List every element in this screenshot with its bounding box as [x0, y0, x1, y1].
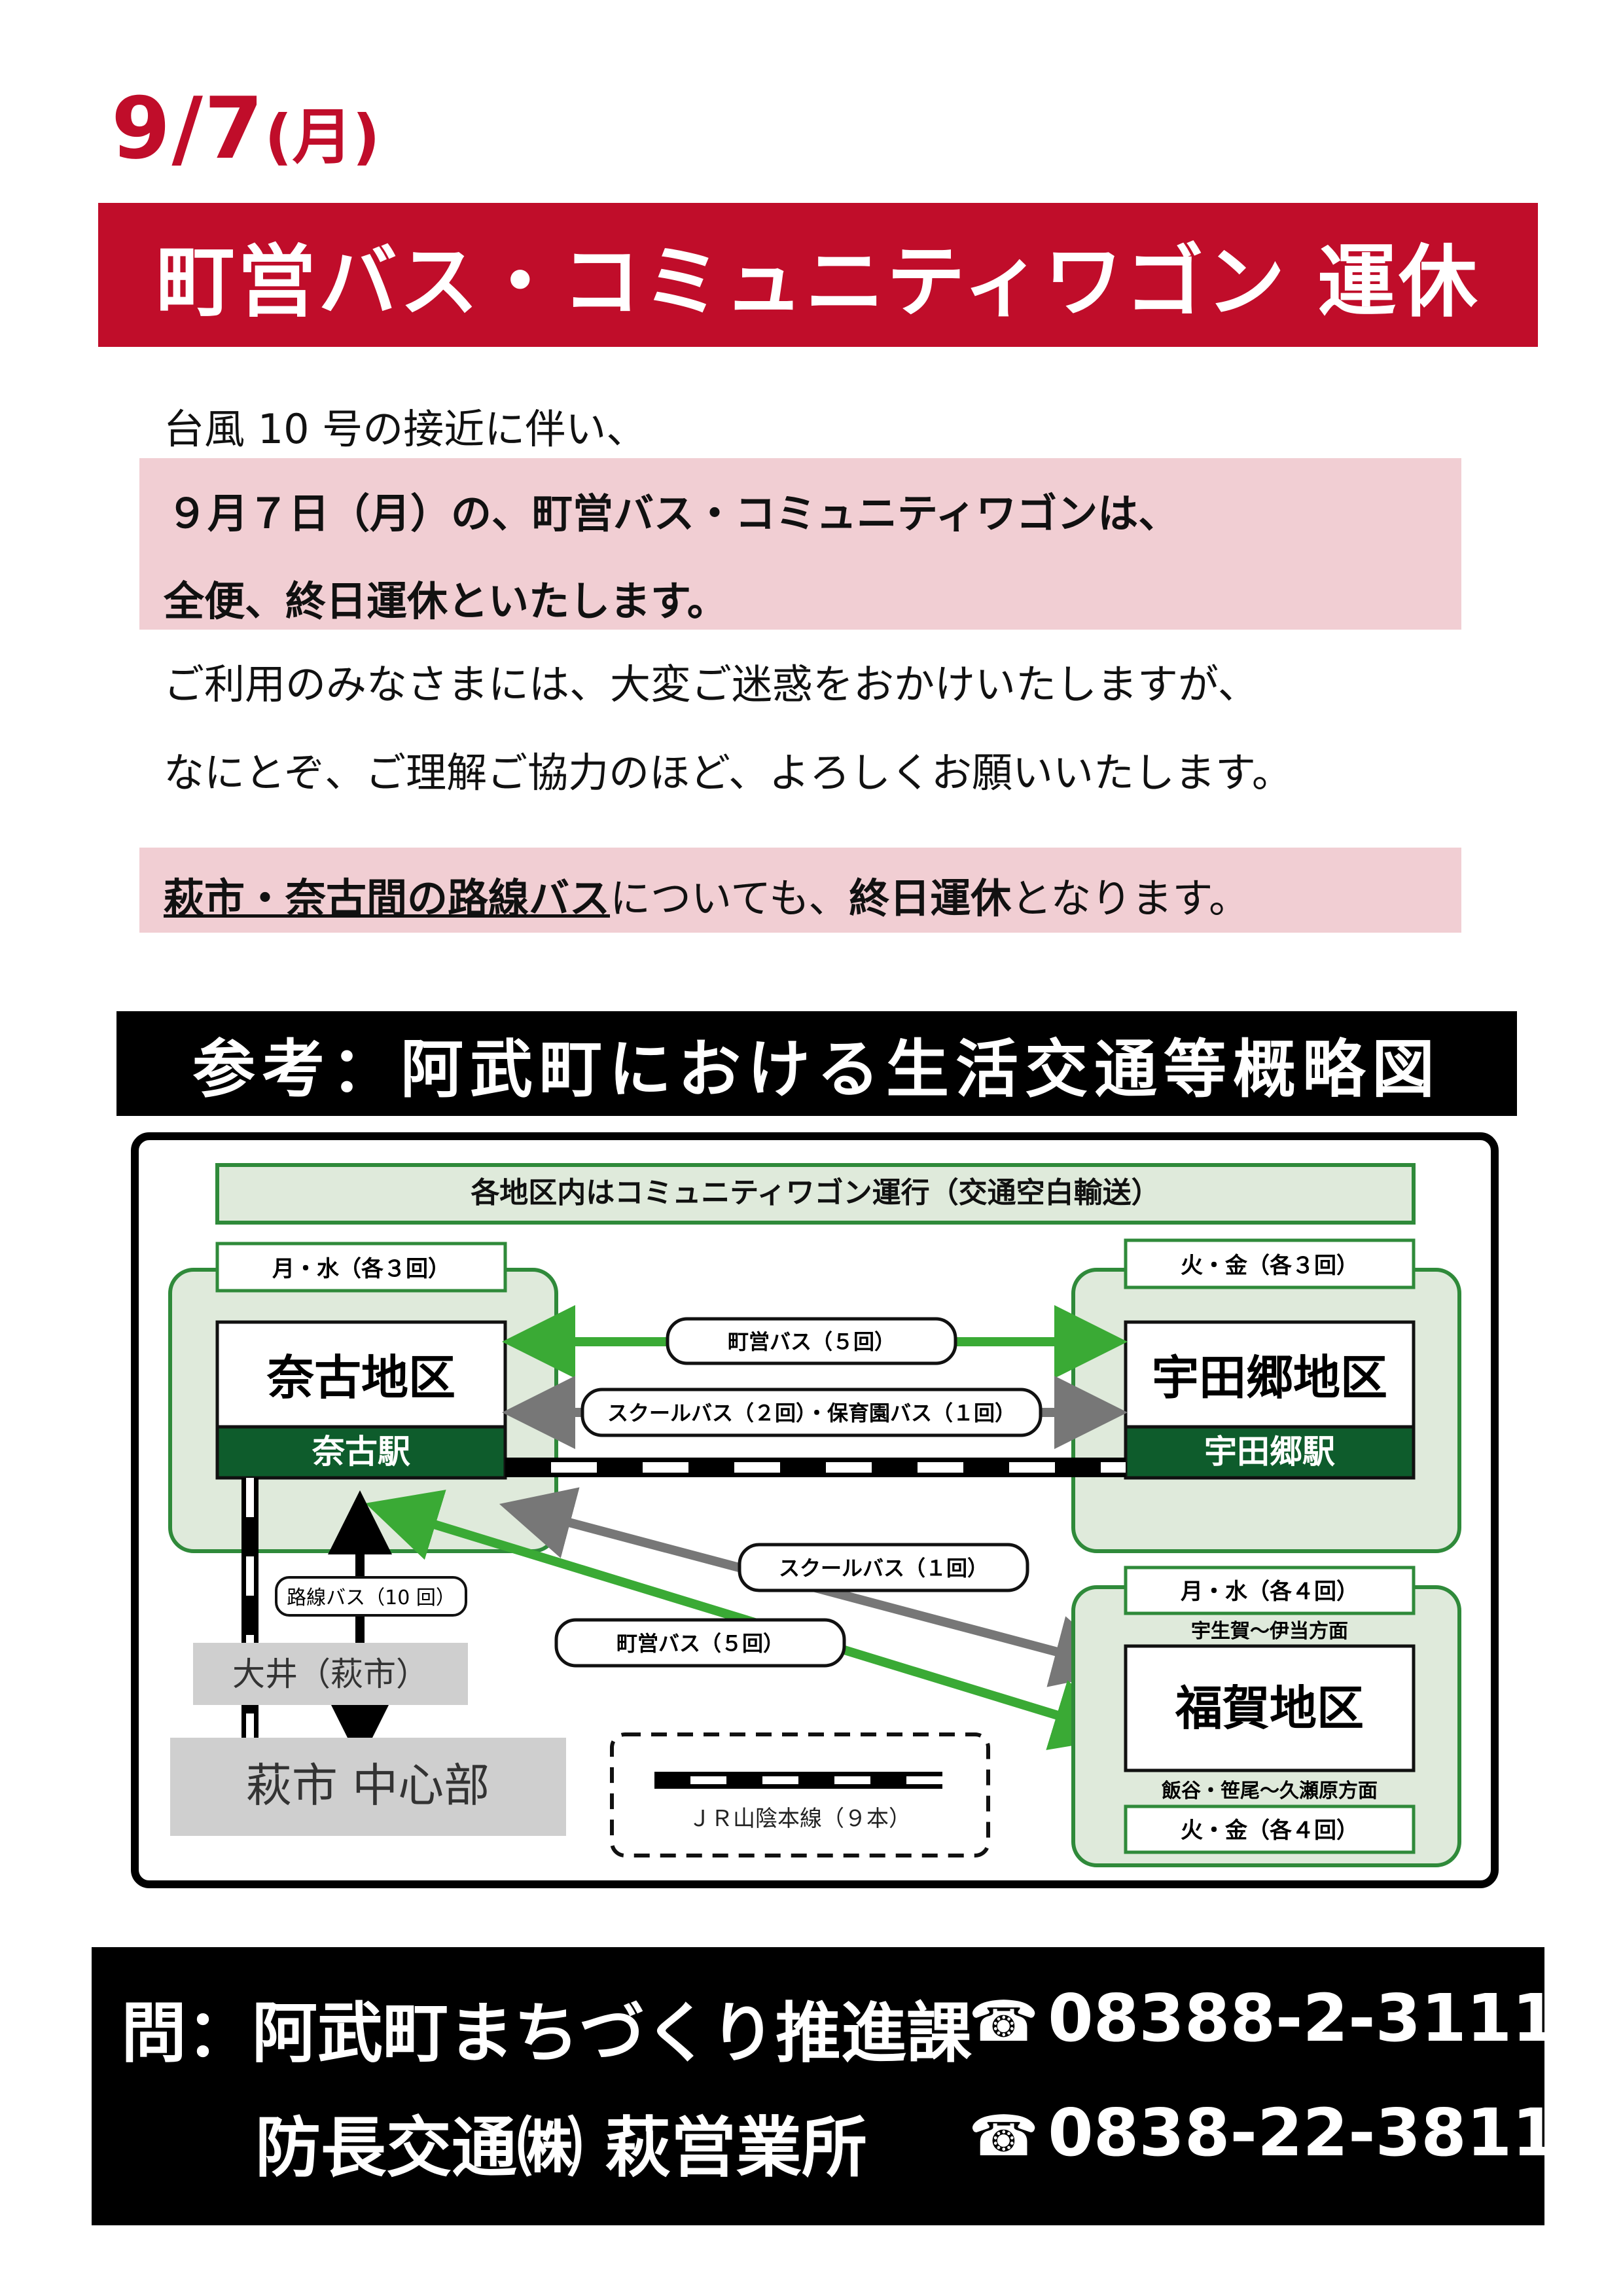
contact-line-1-tel: ☎08388-2-3111 — [969, 1980, 1558, 2056]
uta-schedule: 火・金（各３回） — [1181, 1253, 1359, 1279]
nago-schedule-box — [215, 1242, 507, 1293]
choei-bus-lower-label-box — [554, 1618, 846, 1668]
nago-schedule: 月・水（各３回） — [272, 1256, 450, 1282]
highlight-line-2: 全便、終日運休といたします。 — [164, 577, 728, 625]
uta-schedule-box — [1124, 1238, 1416, 1289]
route-bus-note: 萩市・奈古間の路線バスについても、終日運休となります。 — [164, 865, 1249, 924]
contact-line-2-number: 0838-22-3811 — [1048, 2094, 1558, 2171]
date-heading: 9/7(月) — [111, 79, 380, 178]
contact-line-1-number: 08388-2-3111 — [1048, 1980, 1558, 2056]
highlight-box — [139, 458, 1461, 630]
choei-bus-upper-label: 町営バス（５回） — [728, 1329, 895, 1354]
nago-station: 奈古駅 — [312, 1433, 410, 1471]
date-main: 9/7 — [111, 79, 265, 178]
route-bus-label-box — [275, 1576, 467, 1617]
fukuga-route-bottom: 飯谷・笹尾〜久瀬原方面 — [1162, 1780, 1378, 1803]
telephone-icon: ☎ — [969, 1989, 1039, 2054]
fukuga-schedule-bottom-box — [1124, 1804, 1416, 1854]
note-end: となります。 — [1011, 874, 1250, 922]
uta-district-box — [1124, 1320, 1416, 1429]
contact-line-2-label: 防長交通㈱ 萩営業所 — [255, 2109, 867, 2186]
nago-district: 奈古地区 — [266, 1350, 455, 1405]
contact-line-2-tel: ☎0838-22-3811 — [969, 2094, 1558, 2171]
legend-jr-label: ＪＲ山陰本線（９本） — [688, 1806, 911, 1832]
community-wagon-banner — [215, 1163, 1416, 1225]
highlight-line-1: ９月７日（月）の、町営バス・コミュニティワゴンは、 — [167, 490, 1179, 537]
hagi-center-label: 萩市 中心部 — [246, 1759, 490, 1812]
uta-district: 宇田郷地区 — [1152, 1350, 1387, 1405]
contact-line-1-label: 問：阿武町まちづくり推進課 — [121, 1995, 972, 2072]
date-day: (月) — [264, 102, 380, 172]
fukuga-district-box — [1124, 1644, 1416, 1772]
uta-station: 宇田郷駅 — [1204, 1433, 1335, 1471]
fukuga-schedule-bottom: 火・金（各４回） — [1181, 1818, 1359, 1844]
route-bus-label: 路線バス（10 回） — [287, 1587, 455, 1609]
reference-title: 参考：阿武町における生活交通等概略図 — [116, 1011, 1517, 1116]
transport-map: 各地区内はコミュニティワゴン運行（交通空白輸送） 月・水（各３回） 奈古地区 奈… — [168, 1163, 1461, 1867]
note-mid: についても、 — [610, 874, 849, 922]
note-box — [139, 848, 1461, 933]
contact-box: 問：阿武町まちづくり推進課 ☎08388-2-3111 防長交通㈱ 萩営業所 ☎… — [92, 1947, 1558, 2225]
legend-box — [610, 1732, 990, 1857]
community-wagon-label: 各地区内はコミュニティワゴン運行（交通空白輸送） — [471, 1176, 1160, 1210]
telephone-icon: ☎ — [969, 2104, 1039, 2169]
uta-station-box — [1124, 1425, 1416, 1480]
apology-line-2: なにとぞ、ご理解ご協力のほど、よろしくお願いいたします。 — [164, 749, 1293, 797]
nago-station-box — [215, 1425, 507, 1480]
note-bold: 終日運休 — [849, 874, 1012, 922]
choei-bus-lower-label: 町営バス（５回） — [616, 1631, 784, 1656]
note-underlined: 萩市・奈古間の路線バス — [164, 874, 611, 922]
nago-district-box — [215, 1320, 507, 1429]
school-bus-lower-label: スクールバス（１回） — [779, 1556, 988, 1581]
fukuga-schedule-top: 月・水（各４回） — [1181, 1579, 1359, 1605]
title-banner: 町営バス・コミュニティワゴン 運休 — [98, 203, 1538, 347]
choei-bus-upper-label-box — [666, 1317, 957, 1365]
fukuga-district: 福賀地区 — [1175, 1681, 1364, 1736]
hagi-center-box — [170, 1738, 566, 1836]
school-bus-upper-label: スクールバス（２回）・保育園バス（１回） — [607, 1401, 1016, 1426]
intro-text: 台風 10 号の接近に伴い、 — [164, 405, 647, 453]
fukuga-route-top: 宇生賀〜伊当方面 — [1191, 1620, 1348, 1643]
oi-label: 大井（萩市） — [232, 1655, 429, 1693]
fukuga-schedule-top-box — [1124, 1566, 1416, 1615]
oi-box — [193, 1643, 468, 1705]
school-bus-upper-label-box — [580, 1388, 1043, 1437]
apology-line-1: ご利用のみなさまには、大変ご迷惑をおかけいたしますが、 — [164, 660, 1258, 708]
